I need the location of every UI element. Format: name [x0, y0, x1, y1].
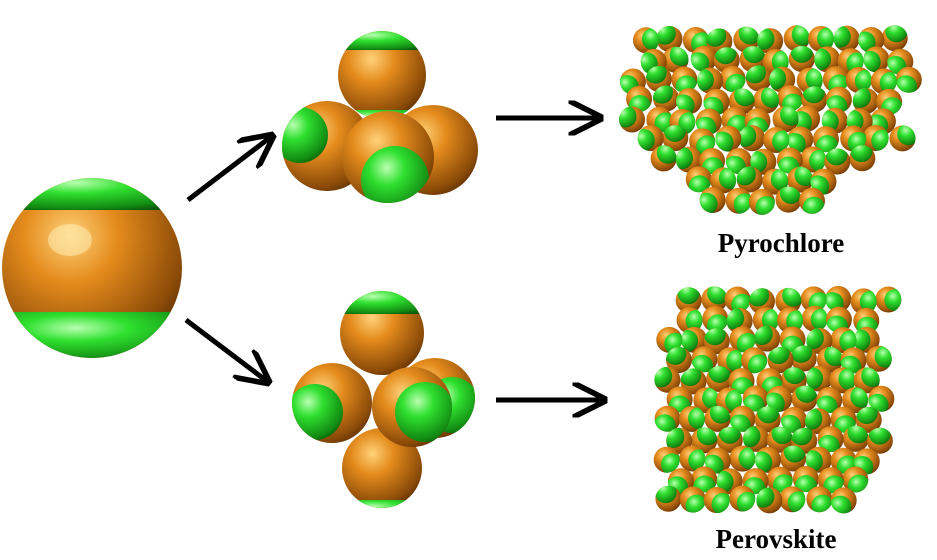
janus-sphere — [762, 168, 789, 195]
janus-sphere — [865, 345, 892, 372]
octahedral-cluster — [292, 291, 475, 508]
janus-sphere — [881, 25, 908, 52]
perovskite-lattice — [653, 285, 902, 514]
tetrahedral-cluster — [282, 31, 478, 203]
janus-sphere — [875, 286, 902, 313]
pyrochlore-label: Pyrochlore — [717, 228, 845, 258]
janus-particle — [2, 178, 182, 358]
janus-sphere — [790, 345, 817, 372]
janus-sphere — [690, 45, 717, 72]
janus-sphere — [652, 85, 679, 112]
janus-sphere — [798, 187, 825, 214]
right-arrow-icon — [186, 136, 272, 202]
pyrochlore-lattice — [619, 25, 922, 215]
perovskite-label: Perovskite — [715, 524, 837, 554]
janus-sphere — [840, 347, 867, 374]
janus-sphere — [806, 486, 833, 513]
arrows — [184, 118, 604, 400]
janus-sphere — [656, 326, 683, 353]
right-arrow-icon — [184, 318, 268, 382]
janus-sphere — [895, 66, 922, 93]
janus-sphere — [715, 125, 742, 152]
janus-sphere — [701, 286, 728, 313]
janus-sphere — [787, 126, 814, 153]
janus-sphere — [830, 447, 857, 474]
